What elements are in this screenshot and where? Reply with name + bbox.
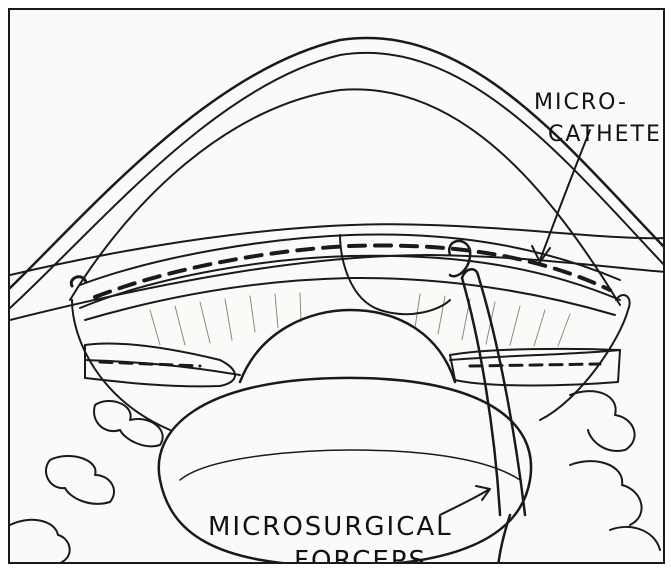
pupil-dome <box>240 310 455 382</box>
forceps-left-blade <box>462 278 500 515</box>
microcatheter-label-line2: CATHETER <box>548 122 665 147</box>
diagram-frame: MICRO- CATHETER MICROSURGICAL FORCEPS <box>8 8 665 564</box>
ciliary-folds-right <box>570 391 635 451</box>
forceps-label-line2: FORCEPS <box>294 546 427 564</box>
iris-dash-left <box>100 362 200 366</box>
microcatheter-label-line1: MICRO- <box>534 90 628 115</box>
forceps-label-line1: MICROSURGICAL <box>208 512 453 542</box>
iris-dash-right <box>470 364 600 366</box>
sclera-band-top <box>10 224 665 275</box>
catheter-leader <box>540 130 590 260</box>
ciliary-folds-left <box>94 401 163 446</box>
lens-inner-arc <box>180 450 520 480</box>
